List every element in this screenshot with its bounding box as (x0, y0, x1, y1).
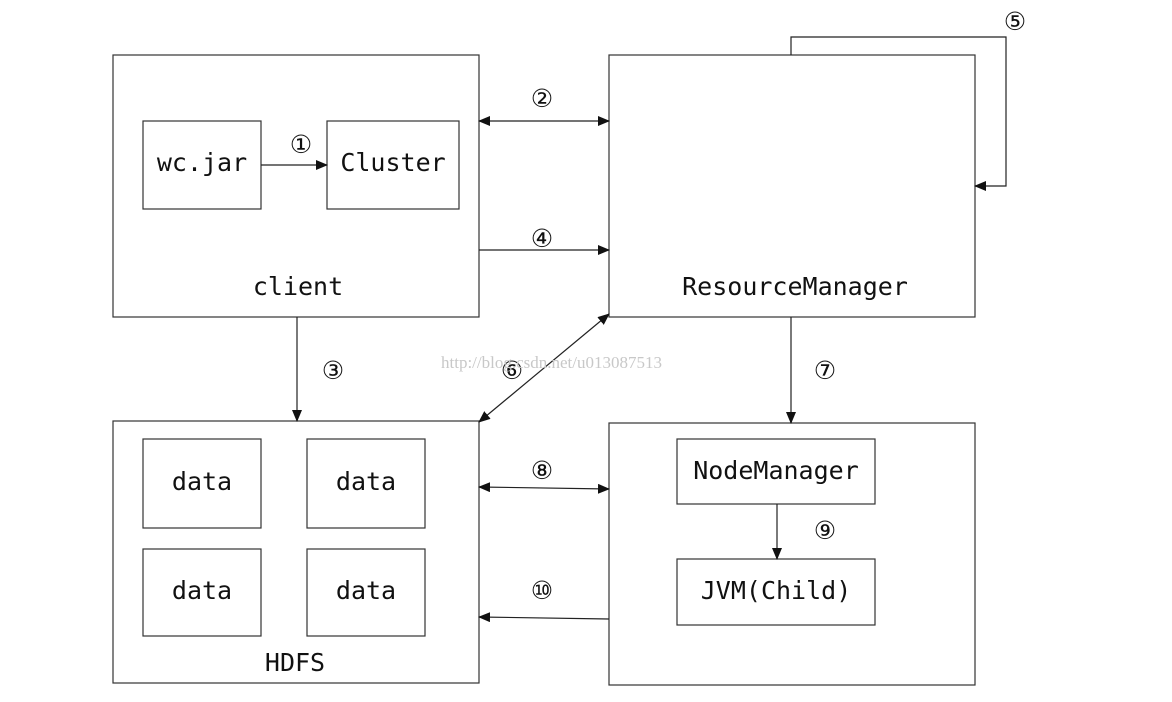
data-box (142, 438, 262, 529)
data-box (306, 548, 426, 637)
resource-manager-label: ResourceManager (682, 272, 908, 301)
wc-jar-box (142, 120, 262, 210)
step-1-number: ① (290, 130, 312, 159)
step-5-arrow (790, 36, 1007, 191)
data-box (142, 548, 262, 637)
step-9-number: ⑨ (814, 516, 836, 545)
jvm-child-label: JVM(Child) (701, 576, 852, 605)
data-label: data (336, 576, 396, 605)
step-3-number: ③ (322, 356, 344, 385)
resource-manager-block (608, 54, 976, 318)
data-label: data (172, 467, 232, 496)
wc-jar-label: wc.jar (157, 148, 247, 177)
node-manager-box (676, 438, 876, 505)
step-8-number: ⑧ (531, 456, 553, 485)
cluster-label: Cluster (340, 148, 445, 177)
data-label: data (172, 576, 232, 605)
step-8-arrow (478, 482, 610, 494)
step-4-number: ④ (531, 224, 553, 253)
step-10-number: ⑩ (531, 576, 553, 605)
hdfs-label: HDFS (265, 648, 325, 677)
data-label: data (336, 467, 396, 496)
node-manager-label: NodeManager (693, 456, 859, 485)
cluster-box (326, 120, 460, 210)
jvm-child-box (676, 558, 876, 626)
client-label: client (253, 272, 343, 301)
watermark-text: http://blog.csdn.net/u013087513 (441, 353, 662, 372)
data-box (306, 438, 426, 529)
step-6-arrow (478, 313, 610, 423)
step-10-arrow (478, 612, 610, 623)
step-6-number: ⑥ (501, 356, 523, 385)
step-2-number: ② (531, 84, 553, 113)
step-5-number: ⑤ (1004, 7, 1026, 36)
step-7-number: ⑦ (814, 356, 836, 385)
